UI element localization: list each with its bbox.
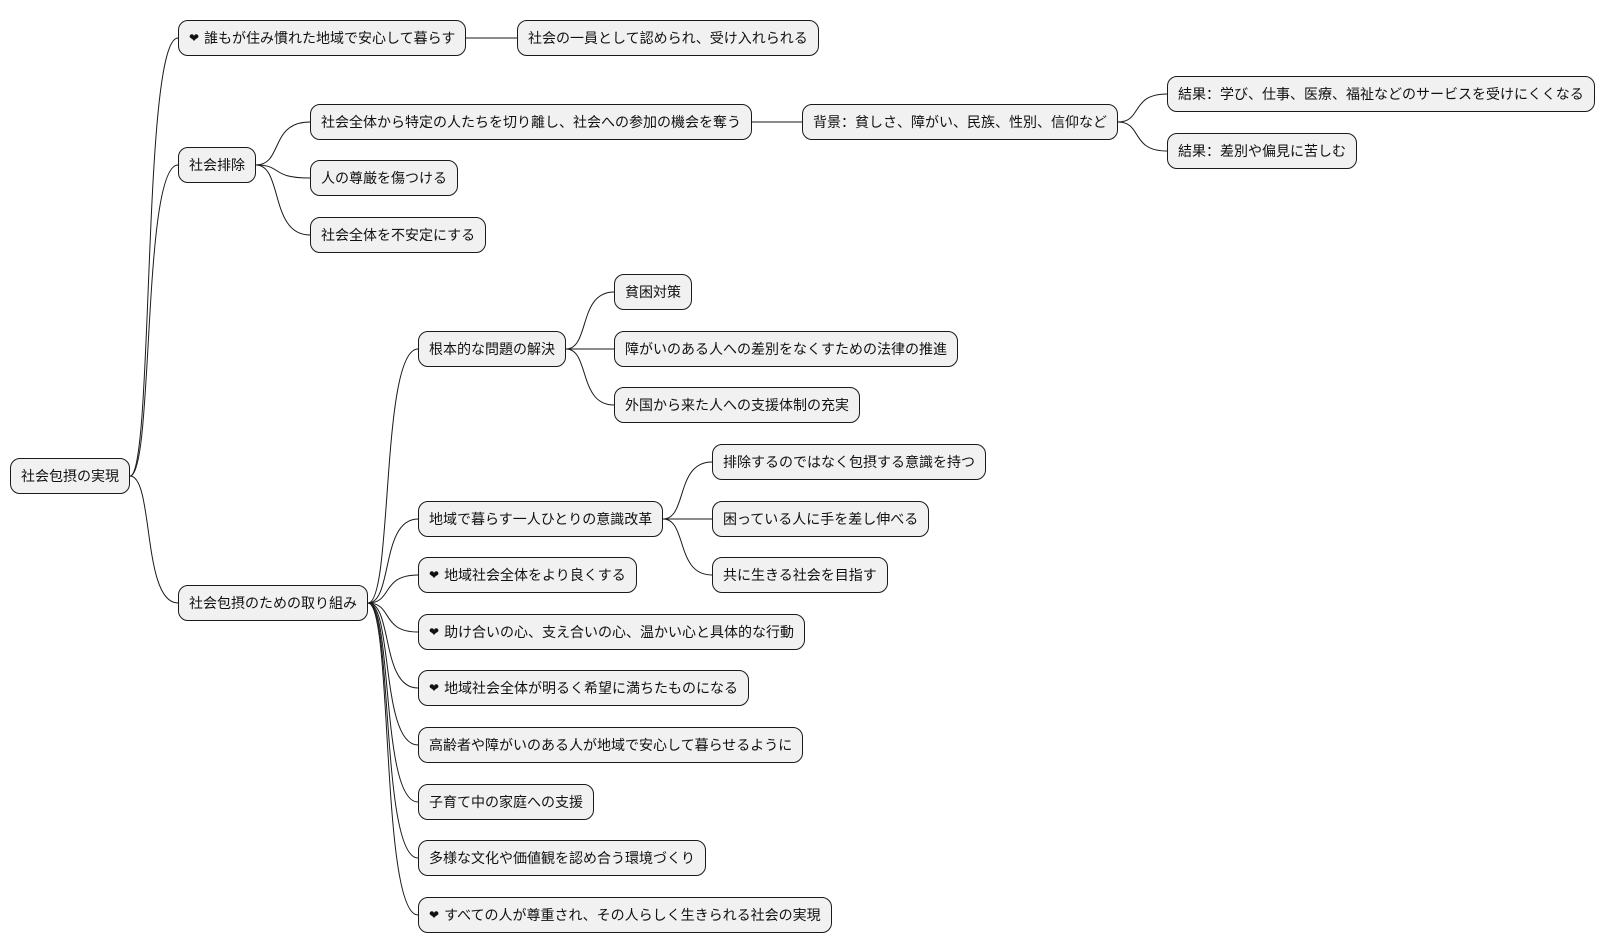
node-label: 社会包摂のための取り組み bbox=[189, 596, 357, 612]
node-background[interactable]: 背景：貧しさ、障がい、民族、性別、信仰など bbox=[802, 104, 1118, 140]
node-label: 高齢者や障がいのある人が地域で安心して暮らせるように bbox=[429, 738, 793, 754]
node-label: 社会の一員として認められ、受け入れられる bbox=[528, 31, 808, 47]
node-label: 子育て中の家庭への支援 bbox=[429, 795, 583, 811]
node-label: 多様な文化や価値観を認め合う環境づくり bbox=[429, 851, 695, 867]
node-live-safely[interactable]: ❤ 誰もが住み慣れた地域で安心して暮らす bbox=[178, 20, 467, 56]
node-label: 人の尊厳を傷つける bbox=[321, 171, 447, 187]
node-label: すべての人が尊重され、その人らしく生きられる社会の実現 bbox=[444, 908, 821, 924]
connector-line bbox=[367, 602, 419, 689]
node-label: 共に生きる社会を目指す bbox=[723, 568, 877, 584]
connector-line bbox=[255, 164, 311, 236]
node-coexisting-society[interactable]: 共に生きる社会を目指す bbox=[712, 557, 888, 593]
node-label: 社会全体を不安定にする bbox=[321, 228, 476, 244]
node-label: 誰もが住み慣れた地域で安心して暮らす bbox=[204, 31, 456, 47]
heart-icon: ❤ bbox=[429, 908, 440, 922]
connector-line bbox=[662, 461, 713, 520]
node-helping-hand[interactable]: 困っている人に手を差し伸べる bbox=[712, 501, 930, 537]
node-label: 社会全体から特定の人たちを切り離し、社会への参加の機会を奪う bbox=[321, 115, 741, 131]
heart-icon: ❤ bbox=[429, 681, 440, 695]
connector-line bbox=[1117, 93, 1168, 123]
node-child-rearing[interactable]: 子育て中の家庭への支援 bbox=[418, 784, 594, 820]
node-label: 背景：貧しさ、障がい、民族、性別、信仰など bbox=[813, 115, 1107, 131]
connector-line bbox=[255, 164, 311, 179]
connector-line bbox=[129, 164, 179, 477]
connector-line bbox=[367, 348, 419, 604]
node-label: 地域社会全体をより良くする bbox=[444, 568, 626, 584]
node-label: 貧困対策 bbox=[625, 285, 681, 301]
node-label: 排除するのではなく包摂する意識を持つ bbox=[723, 455, 975, 471]
connector-line bbox=[367, 602, 419, 803]
connector-line bbox=[367, 602, 419, 859]
heart-icon: ❤ bbox=[189, 31, 200, 45]
node-label: 困っている人に手を差し伸べる bbox=[723, 512, 919, 528]
node-label: 地域で暮らす一人ひとりの意識改革 bbox=[429, 512, 653, 528]
connector-line bbox=[367, 602, 419, 633]
node-better-community[interactable]: ❤ 地域社会全体をより良くする bbox=[418, 557, 637, 593]
root-node[interactable]: 社会包摂の実現 bbox=[10, 458, 130, 494]
connector-line bbox=[565, 291, 615, 350]
connector-line bbox=[129, 475, 179, 604]
node-result-discrimination[interactable]: 結果：差別や偏見に苦しむ bbox=[1167, 133, 1357, 169]
node-label: 社会排除 bbox=[189, 158, 245, 174]
node-elderly-disabled[interactable]: 高齢者や障がいのある人が地域で安心して暮らせるように bbox=[418, 727, 804, 763]
node-label: 結果：学び、仕事、医療、福祉などのサービスを受けにくくなる bbox=[1178, 87, 1584, 103]
node-accepted-member[interactable]: 社会の一員として認められ、受け入れられる bbox=[517, 20, 819, 56]
connector-line bbox=[367, 574, 419, 604]
root-node-label: 社会包摂の実現 bbox=[21, 469, 119, 485]
node-harm-dignity[interactable]: 人の尊厳を傷つける bbox=[310, 160, 458, 196]
heart-icon: ❤ bbox=[429, 625, 440, 639]
node-label: 外国から来た人への支援体制の充実 bbox=[625, 398, 849, 414]
node-result-services[interactable]: 結果：学び、仕事、医療、福祉などのサービスを受けにくくなる bbox=[1167, 76, 1595, 112]
node-label: 地域社会全体が明るく希望に満ちたものになる bbox=[444, 681, 739, 697]
connector-line bbox=[367, 518, 419, 604]
node-bright-community[interactable]: ❤ 地域社会全体が明るく希望に満ちたものになる bbox=[418, 670, 750, 706]
connector-line bbox=[129, 37, 179, 477]
connector-line bbox=[255, 121, 311, 166]
node-inclusion-efforts[interactable]: 社会包摂のための取り組み bbox=[178, 585, 368, 621]
node-inclusive-mindset[interactable]: 排除するのではなく包摂する意識を持つ bbox=[712, 444, 986, 480]
node-poverty-measures[interactable]: 貧困対策 bbox=[614, 274, 692, 310]
node-root-cause[interactable]: 根本的な問題の解決 bbox=[418, 331, 566, 367]
node-label: 根本的な問題の解決 bbox=[429, 342, 555, 358]
node-diversity[interactable]: 多様な文化や価値観を認め合う環境づくり bbox=[418, 840, 706, 876]
connector-line bbox=[367, 602, 419, 916]
connector-line bbox=[565, 348, 615, 406]
connector-line bbox=[662, 518, 713, 576]
node-foreigner-support[interactable]: 外国から来た人への支援体制の充実 bbox=[614, 387, 860, 423]
node-label: 結果：差別や偏見に苦しむ bbox=[1178, 144, 1346, 160]
node-respect-all[interactable]: ❤ すべての人が尊重され、その人らしく生きられる社会の実現 bbox=[418, 897, 832, 933]
node-mutual-help[interactable]: ❤ 助け合いの心、支え合いの心、温かい心と具体的な行動 bbox=[418, 614, 806, 650]
connector-line bbox=[1117, 121, 1168, 152]
node-awareness-reform[interactable]: 地域で暮らす一人ひとりの意識改革 bbox=[418, 501, 664, 537]
node-anti-discrimination-law[interactable]: 障がいのある人への差別をなくすための法律の推進 bbox=[614, 331, 958, 367]
node-destabilize-society[interactable]: 社会全体を不安定にする bbox=[310, 217, 487, 253]
node-label: 助け合いの心、支え合いの心、温かい心と具体的な行動 bbox=[444, 625, 795, 641]
node-deprive-participation[interactable]: 社会全体から特定の人たちを切り離し、社会への参加の機会を奪う bbox=[310, 104, 752, 140]
connector-line bbox=[367, 602, 419, 746]
node-social-exclusion[interactable]: 社会排除 bbox=[178, 147, 256, 183]
heart-icon: ❤ bbox=[429, 568, 440, 582]
node-label: 障がいのある人への差別をなくすための法律の推進 bbox=[625, 342, 947, 358]
